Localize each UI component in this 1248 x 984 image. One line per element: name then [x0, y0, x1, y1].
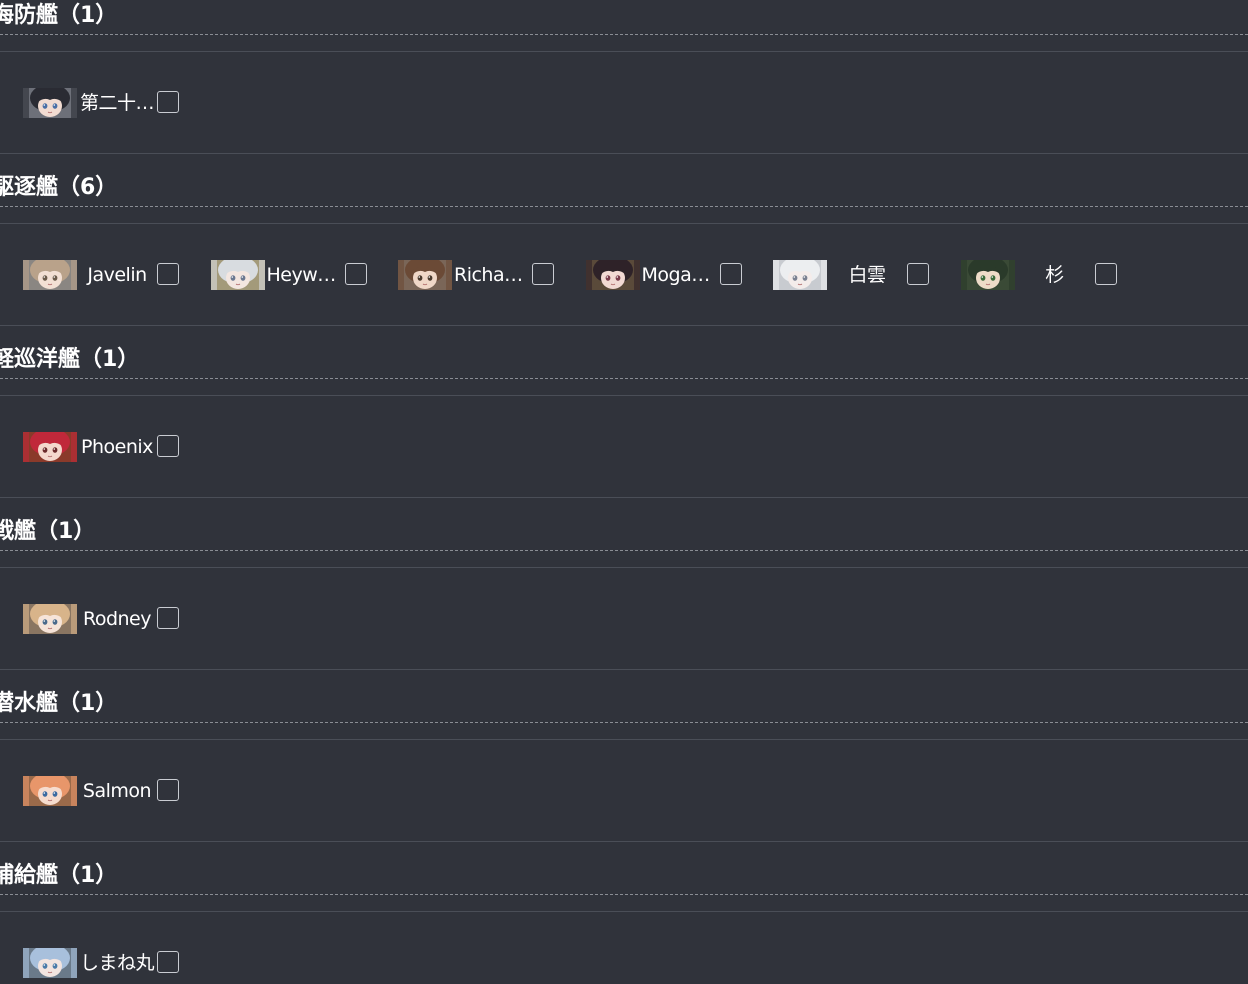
ship-avatar-red-icon — [23, 432, 77, 462]
ship-select-checkbox[interactable] — [157, 263, 179, 285]
category-title: 軽巡洋艦（1） — [0, 347, 140, 372]
ship-select-checkbox[interactable] — [1094, 263, 1117, 285]
ship-row: Salmon — [0, 739, 1248, 842]
category-header: 海防艦（1） — [0, 0, 1248, 35]
ship-avatar-white-icon — [773, 260, 827, 290]
ship-item-phoenix[interactable]: Phoenix — [23, 431, 183, 463]
ship-avatar-dark-hair-icon — [23, 88, 77, 118]
ship-item-item-5[interactable]: 杉 — [960, 259, 1121, 291]
ship-row: Phoenix — [0, 395, 1248, 498]
ship-avatar-dark-purple-icon — [585, 260, 640, 290]
category-header: 駆逐艦（6） — [0, 167, 1248, 207]
ship-name: 第二十… — [79, 92, 155, 114]
category-destroyer: 駆逐艦（6） Javelin Heywoo… — [0, 167, 1248, 339]
category-coastal-defense: 海防艦（1） 第二十… — [0, 0, 1248, 167]
ship-item-item-4[interactable]: 白雲 — [773, 259, 933, 291]
ship-name: 白雲 — [848, 264, 886, 286]
ship-item-richard[interactable]: Richard… — [398, 259, 558, 291]
ship-select-checkbox[interactable] — [532, 263, 554, 285]
category-supply-ship: 補給艦（1） しまね丸 — [0, 855, 1248, 984]
ship-row: Rodney — [0, 567, 1248, 670]
ship-name: Phoenix — [81, 436, 153, 458]
ship-name: しまね丸 — [79, 952, 155, 974]
ship-select-checkbox[interactable] — [907, 263, 929, 285]
ship-avatar-orange-icon — [23, 776, 77, 806]
ship-name: Salmon — [82, 780, 152, 802]
ship-name: Rodney — [82, 608, 152, 630]
ship-select-checkbox[interactable] — [157, 91, 179, 113]
ship-item-item-0[interactable]: 第二十… — [23, 87, 183, 119]
category-header: 戦艦（1） — [0, 511, 1248, 551]
ship-item-heywoo[interactable]: Heywoo… — [210, 259, 371, 291]
ship-item-javelin[interactable]: Javelin — [23, 259, 183, 291]
ship-name: Heywoo… — [266, 264, 343, 286]
ship-name: Richard… — [454, 264, 530, 286]
ship-select-checkbox[interactable] — [719, 263, 742, 285]
category-title: 潜水艦（1） — [0, 691, 118, 716]
ship-select-checkbox[interactable] — [157, 607, 179, 629]
ship-avatar-silver-icon — [210, 260, 265, 290]
ship-name: Mogador — [641, 264, 718, 286]
ship-item-salmon[interactable]: Salmon — [23, 775, 183, 807]
ship-item-item-0[interactable]: しまね丸 — [23, 947, 183, 979]
category-battleship: 戦艦（1） Rodney — [0, 511, 1248, 683]
category-submarine: 潜水艦（1） Salmon — [0, 683, 1248, 855]
ship-avatar-blonde-icon — [23, 604, 77, 634]
ship-row: しまね丸 — [0, 911, 1248, 984]
ship-avatar-light-brown-icon — [23, 260, 77, 290]
ship-item-rodney[interactable]: Rodney — [23, 603, 183, 635]
ship-select-checkbox[interactable] — [157, 951, 179, 973]
ship-avatar-blue-hair-icon — [23, 948, 77, 978]
category-title: 戦艦（1） — [0, 519, 96, 544]
ship-name: 杉 — [1045, 264, 1064, 286]
ship-select-checkbox[interactable] — [157, 779, 179, 801]
category-header: 潜水艦（1） — [0, 683, 1248, 723]
category-header: 軽巡洋艦（1） — [0, 339, 1248, 379]
category-title: 海防艦（1） — [0, 3, 118, 28]
ship-select-checkbox[interactable] — [157, 435, 179, 457]
ship-item-mogador[interactable]: Mogador — [585, 259, 746, 291]
ship-row: Javelin Heywoo… Richard… — [0, 223, 1248, 326]
category-title: 補給艦（1） — [0, 863, 118, 888]
category-title: 駆逐艦（6） — [0, 175, 118, 200]
ship-row: 第二十… — [0, 51, 1248, 154]
ship-avatar-brown-icon — [398, 260, 452, 290]
category-light-cruiser: 軽巡洋艦（1） Phoenix — [0, 339, 1248, 511]
ship-avatar-green-icon — [960, 260, 1015, 290]
category-header: 補給艦（1） — [0, 855, 1248, 895]
ship-name: Javelin — [87, 264, 147, 286]
ship-select-checkbox[interactable] — [344, 263, 367, 285]
